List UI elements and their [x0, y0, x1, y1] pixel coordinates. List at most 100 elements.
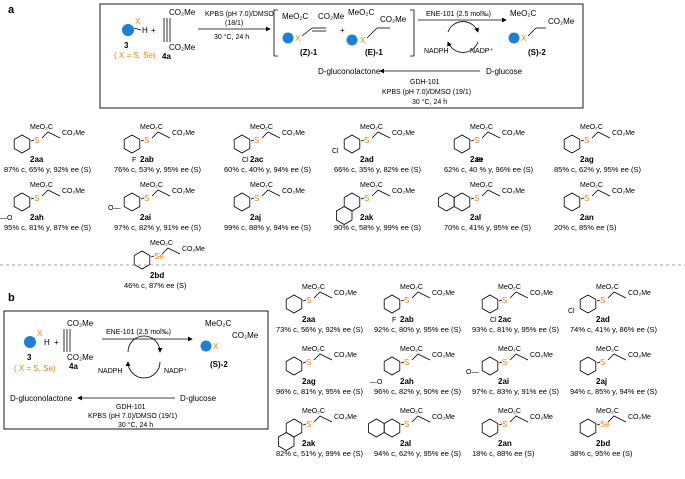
- benzene-ring: [481, 356, 499, 376]
- ring-hetero-bond: [360, 197, 365, 200]
- x-atom: X: [135, 17, 141, 26]
- fused-ring: [438, 192, 455, 212]
- xh-bond: [133, 27, 142, 31]
- panel-a-scheme-box: [99, 3, 584, 109]
- co2me-group: CO₂Me: [530, 352, 553, 359]
- ring-hetero-bond: [250, 197, 255, 200]
- ring-hetero-bond: [30, 139, 35, 142]
- hetero-atom: S: [254, 194, 259, 203]
- chain-bonds: [313, 353, 333, 361]
- benzene-ring: [285, 356, 303, 376]
- fused-ring: [368, 418, 385, 438]
- reagent-3-label: 3: [124, 41, 129, 50]
- meo2c-group: MeO₂C: [250, 124, 273, 131]
- ring-hetero-bond: [498, 423, 503, 426]
- step1-conditions: 30 °C, 24 h: [214, 33, 249, 41]
- b-conditions: 30 °C, 24 h: [118, 421, 153, 429]
- ring-hetero-bond: [596, 423, 601, 426]
- benzene-ring: [563, 134, 581, 154]
- compound-label: 2ac: [498, 315, 512, 324]
- step1-ratio: (18/1): [225, 20, 243, 27]
- meo2c-group: MeO₂C: [302, 408, 325, 415]
- substituent: O—: [466, 369, 478, 376]
- chain-bonds: [261, 131, 281, 139]
- b-reagent-3-label: 3: [27, 353, 32, 362]
- compound-result: 92% c, 80% y, 95% ee (S): [374, 325, 461, 334]
- chain-bonds: [411, 353, 431, 361]
- compound-label: 2an: [498, 439, 512, 448]
- compound-label: 2aj: [250, 213, 261, 222]
- gdh-conditions: 30 °C, 24 h: [412, 98, 447, 106]
- hetero-atom: S: [502, 296, 507, 305]
- co2me-group: CO₂Me: [432, 352, 455, 359]
- ring-hetero-bond: [498, 361, 503, 364]
- hetero-atom: Se: [154, 252, 164, 261]
- plus-sign-2: +: [340, 26, 345, 35]
- ring-hetero-bond: [400, 299, 405, 302]
- compound-label: 2ai: [140, 213, 151, 222]
- benzene-ring: [383, 418, 401, 438]
- ene-label: ENE-101 (2.5 mol‰): [426, 11, 491, 18]
- alkyne-4a-label: 4a: [162, 52, 171, 61]
- meo2c-group: MeO₂C: [498, 284, 521, 291]
- z1-label: (Z)-1: [300, 48, 318, 57]
- co2me-group: CO₂Me: [432, 414, 455, 421]
- b-cycle-bottom: [125, 361, 161, 379]
- ring-hetero-bond: [596, 299, 601, 302]
- benzene-ring: [233, 192, 251, 212]
- meo2c-group: MeO₂C: [498, 408, 521, 415]
- meo2c-group: MeO₂C: [580, 182, 603, 189]
- e1-meo2c: MeO₂C: [348, 8, 374, 17]
- substituent: Cl: [242, 157, 249, 164]
- compound-label: 2bd: [150, 271, 164, 280]
- z1-x: X: [295, 34, 301, 43]
- compound-label: 2ag: [580, 155, 594, 164]
- z1-co2me: CO₂Me: [318, 12, 345, 21]
- z1-meo2c: MeO₂C: [282, 12, 308, 21]
- co2me-group: CO₂Me: [392, 130, 415, 137]
- nadph-label: NADPH: [424, 48, 449, 55]
- benzene-ring: [383, 356, 401, 376]
- glucose-label: D-glucose: [486, 67, 523, 76]
- ring-hetero-bond: [250, 139, 255, 142]
- compound-result: 60% c, 40% y, 94% ee (S): [224, 165, 311, 174]
- b-glucose: D-glucose: [180, 394, 217, 403]
- compound-label: 2aj: [596, 377, 607, 386]
- chain-bonds: [607, 353, 627, 361]
- chain-bonds: [509, 291, 529, 299]
- hetero-atom: S: [144, 136, 149, 145]
- chain-bonds: [161, 247, 181, 255]
- bracket-right: [410, 9, 415, 57]
- hetero-atom: S: [584, 136, 589, 145]
- bracket-left: [273, 9, 278, 57]
- b-ene-label: ENE-101 (2.5 mol‰): [106, 329, 171, 336]
- compound-label: 2ad: [360, 155, 374, 164]
- reagent-3-note: ( X = S, Se): [114, 51, 156, 60]
- co2me-group: CO₂Me: [628, 352, 651, 359]
- e1-dot-icon: [346, 34, 358, 46]
- fused-ring: [277, 432, 295, 451]
- compound-result: 96% c, 82% y, 90% ee (S): [374, 387, 461, 396]
- compound-label: 2al: [470, 213, 481, 222]
- compound-label: 2ab: [140, 155, 154, 164]
- b-alkyne-4a-label: 4a: [69, 362, 78, 371]
- meo2c-group: MeO₂C: [302, 284, 325, 291]
- benzene-ring: [481, 294, 499, 314]
- hetero-atom: S: [306, 296, 311, 305]
- substituent: O—: [108, 205, 120, 212]
- substituent: —O: [0, 215, 13, 222]
- z1-dot-icon: [282, 32, 294, 44]
- benzene-ring: [13, 192, 31, 212]
- co2me-group: CO₂Me: [628, 414, 651, 421]
- ring-hetero-bond: [470, 139, 475, 142]
- s2-bond-1: [527, 27, 537, 37]
- meo2c-group: MeO₂C: [400, 346, 423, 353]
- hetero-atom: S: [474, 194, 479, 203]
- b-x-atom: X: [37, 329, 43, 338]
- compound-label: 2aa: [30, 155, 44, 164]
